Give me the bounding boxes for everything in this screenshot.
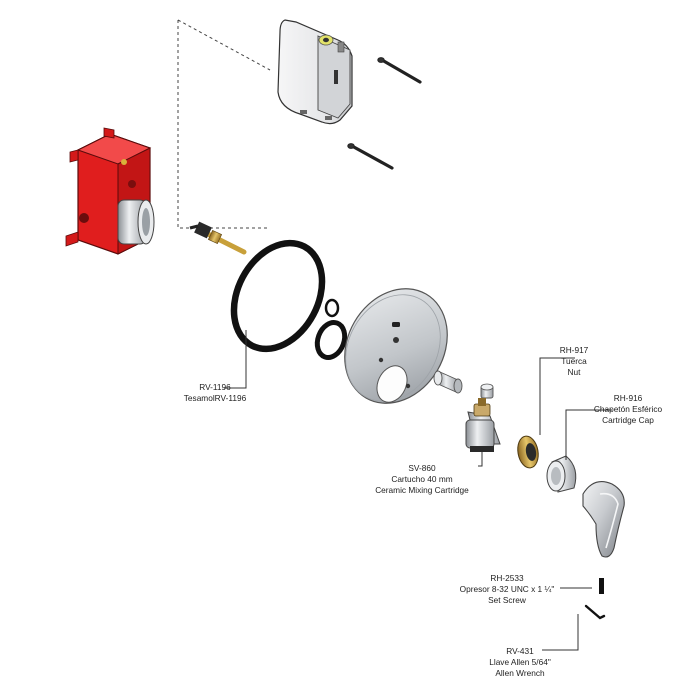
- part-code: RV-431: [506, 646, 534, 656]
- part-code: RH-917: [559, 345, 589, 355]
- alignment-lines: [177, 19, 271, 229]
- part-name-en: Allen Wrench: [495, 668, 545, 679]
- label-rv431: RV-431 Llave Allen 5/64" Allen Wrench: [480, 646, 560, 680]
- part-name-es: Chapetón Esférico: [593, 404, 663, 415]
- cover-screws: [347, 57, 422, 170]
- handle-lever: [582, 481, 625, 558]
- allen-wrench: [584, 604, 606, 620]
- label-rh916: RH-916 Chapetón Esférico Cartridge Cap: [588, 393, 668, 427]
- part-code: RH-916: [613, 393, 643, 403]
- ceramic-cartridge: [465, 398, 501, 452]
- part-name-es: Opresor 8-32 UNC x 1 ¼": [459, 584, 555, 595]
- part-name-es: Llave Allen 5/64": [489, 657, 551, 668]
- part-name-en: Set Screw: [488, 595, 526, 606]
- escutcheon-plate: [344, 288, 448, 404]
- small-adapter: [480, 383, 494, 399]
- part-code: RV-1196: [199, 382, 231, 392]
- part-name-es: Cartucho 40 mm: [391, 474, 453, 485]
- valve-body: [65, 127, 155, 255]
- part-code: RH-2533: [490, 573, 524, 583]
- brass-nut: [517, 435, 539, 469]
- leader-lines: [224, 330, 612, 651]
- set-screw: [599, 578, 604, 594]
- part-name-es: Tuerca: [561, 356, 587, 367]
- o-rings: [314, 298, 348, 360]
- label-sv860: SV-860 Cartucho 40 mm Ceramic Mixing Car…: [362, 463, 482, 497]
- part-name-en: Ceramic Mixing Cartridge: [375, 485, 469, 496]
- sleeve: [433, 370, 463, 394]
- part-name-en: Cartridge Cap: [602, 415, 654, 426]
- label-rh2533: RH-2533 Opresor 8-32 UNC x 1 ¼" Set Scre…: [452, 573, 562, 607]
- label-rh917: RH-917 Tuerca Nut: [550, 345, 598, 379]
- gasket-large: [230, 239, 326, 353]
- plaster-guard-cover: [277, 19, 353, 125]
- cartridge-cap: [546, 455, 577, 493]
- part-code: SV-860: [408, 463, 436, 473]
- brass-stop-valve: [189, 221, 247, 255]
- part-name: TesamolRV-1196: [183, 393, 247, 404]
- label-rv1196: RV-1196 TesamolRV-1196: [160, 382, 270, 404]
- part-name-en: Nut: [567, 367, 581, 378]
